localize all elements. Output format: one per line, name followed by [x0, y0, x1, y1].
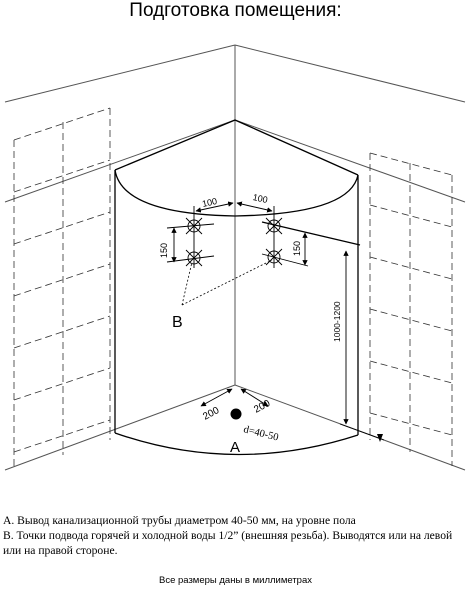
- dim-right-offset: 100: [252, 192, 269, 205]
- marker-a: A: [230, 439, 240, 456]
- note-b: B. Точки подвода горячей и холодной воды…: [3, 529, 453, 557]
- marker-b: B: [172, 314, 183, 331]
- dim-left-vertical: 150: [159, 243, 169, 258]
- note-a: A. Вывод канализационной трубы диаметром…: [3, 514, 356, 527]
- dim-height-range: 1000-1200: [332, 301, 342, 342]
- page-title: Подготовка помещения:: [129, 0, 342, 21]
- top-dimension-lines: [193, 201, 275, 216]
- water-supply-line: [261, 221, 361, 246]
- left-water-inlets: [166, 216, 215, 268]
- dim-right-vertical: 150: [292, 241, 302, 256]
- drain-point: [230, 408, 242, 420]
- height-dimension: [339, 250, 385, 441]
- room-corner: [4, 44, 466, 471]
- dim-drain-right: 200: [252, 398, 272, 416]
- right-water-inlets: [261, 216, 309, 268]
- notes: A. Вывод канализационной трубы диаметром…: [3, 513, 469, 558]
- dim-drain-left: 200: [201, 405, 221, 423]
- right-wall-tiles: [369, 152, 453, 466]
- drain-dimensions: [200, 388, 269, 407]
- floor-level-arrow: [377, 434, 383, 442]
- dim-left-offset: 100: [201, 196, 218, 209]
- dim-drain-diameter: d=40-50: [242, 424, 279, 443]
- shower-enclosure: [114, 119, 359, 456]
- footer-note: Все размеры даны в миллиметрах: [158, 575, 313, 586]
- left-wall-tiles: [13, 107, 111, 467]
- b-leader-lines: [181, 259, 273, 306]
